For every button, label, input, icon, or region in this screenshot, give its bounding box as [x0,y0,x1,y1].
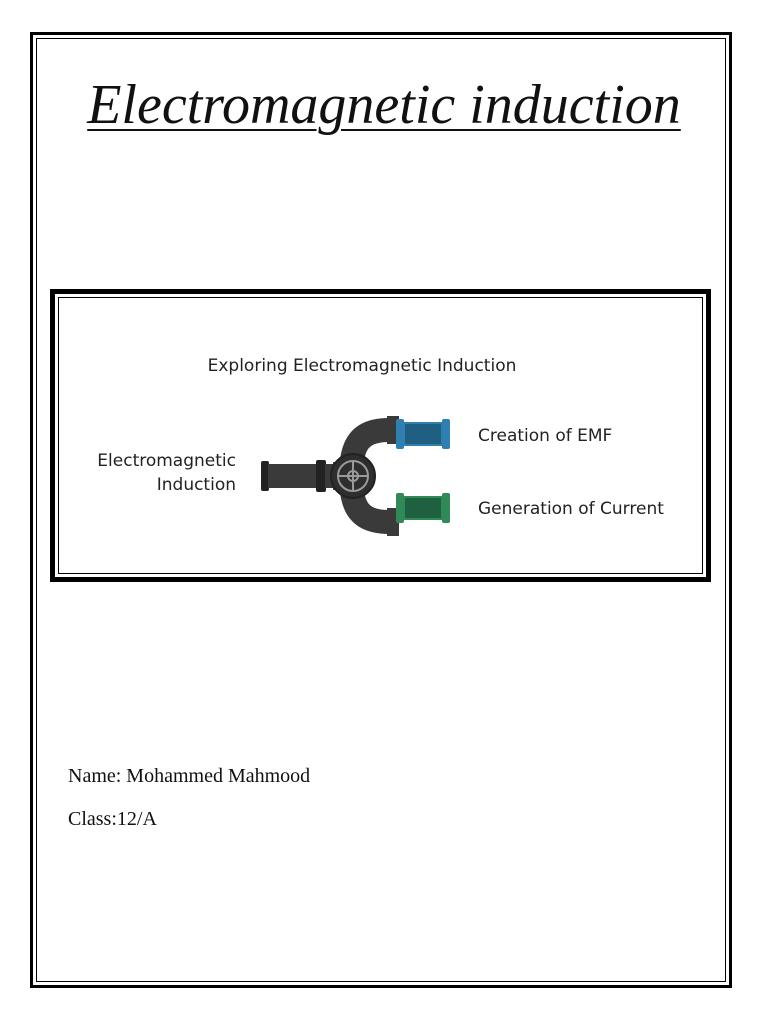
valve-wheel-icon [330,453,376,499]
branch-bottom-label: Generation of Current [478,499,664,519]
student-name: Name: Mohammed Mahmood [68,765,311,787]
student-class: Class:12/A [68,808,157,830]
source-label-line1: Electromagnetic [97,451,236,471]
branch-pipe-bottom [396,493,450,523]
page-border [30,32,732,988]
document-title: Electromagnetic induction [87,74,681,136]
source-label-line2: Induction [157,475,236,495]
diagram-heading: Exploring Electromagnetic Induction [208,356,517,376]
branch-top-label: Creation of EMF [478,426,612,446]
diagram-frame: Exploring Electromagnetic Induction Elec… [50,289,711,582]
induction-pipe-diagram: Exploring Electromagnetic Induction Elec… [97,356,664,536]
source-pipe [261,460,335,492]
branch-pipe-top [396,419,450,449]
junction-pipe [333,416,399,536]
